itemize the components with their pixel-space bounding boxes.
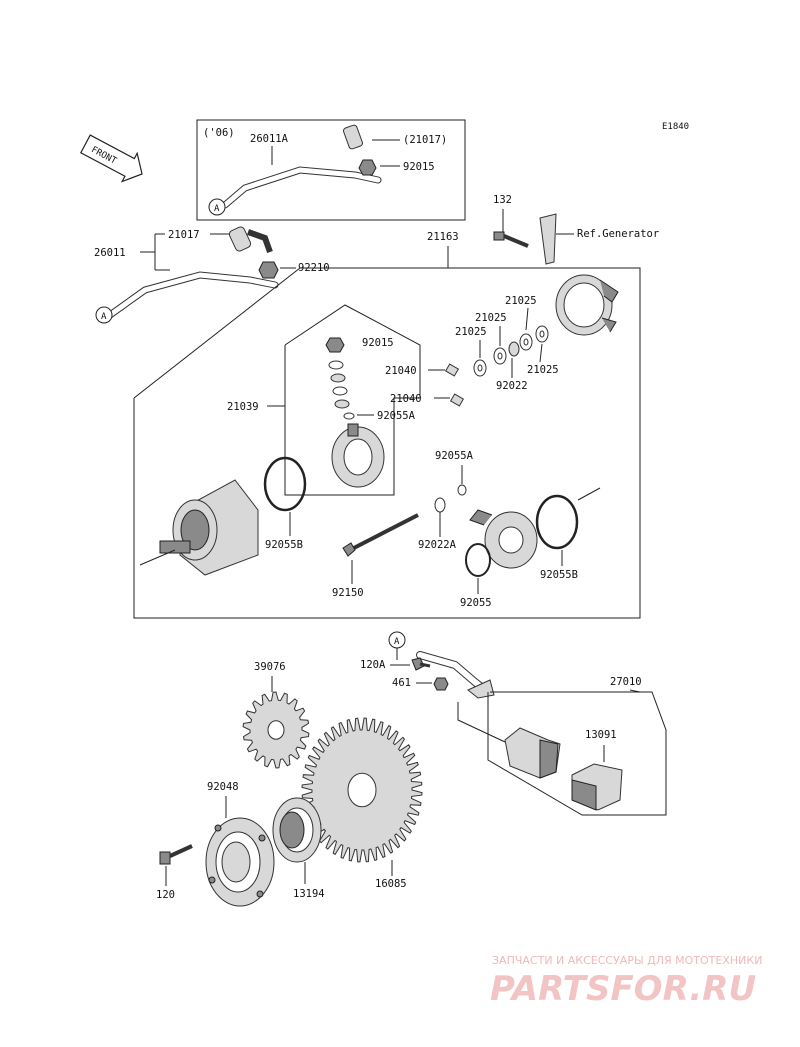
part-92055B-a-label: 92055B bbox=[265, 539, 303, 551]
leader-relay bbox=[457, 702, 605, 762]
part-21163-label: 21163 bbox=[427, 231, 459, 243]
callout-a-label: A bbox=[214, 204, 220, 214]
oring-92055A-b bbox=[457, 484, 467, 496]
part-13194-label: 13194 bbox=[293, 888, 325, 900]
part-26011A-label: 26011A bbox=[250, 133, 289, 145]
leader-lines-cable bbox=[140, 233, 296, 271]
bolt-120A bbox=[411, 657, 431, 671]
through-bolt-92150 bbox=[342, 513, 419, 557]
callout-a-marker-2 bbox=[95, 306, 113, 324]
part-21039-label: 21039 bbox=[227, 401, 259, 413]
part-92055A-a-label: 92055A bbox=[377, 410, 416, 422]
part-21040-b-label: 21040 bbox=[390, 393, 422, 405]
washer-set bbox=[473, 325, 549, 377]
starter-rear-housing bbox=[555, 274, 619, 336]
part-92022A-label: 92022A bbox=[418, 539, 457, 551]
part-21025-d-label: 21025 bbox=[527, 364, 559, 376]
part-461-label: 461 bbox=[392, 677, 411, 689]
relay-box bbox=[487, 691, 667, 816]
brush-holder-plate bbox=[331, 423, 385, 488]
front-arrow-icon: FRONT bbox=[80, 134, 143, 183]
nut-461 bbox=[433, 677, 449, 691]
part-132-label: 132 bbox=[493, 194, 512, 206]
starter-relay-27010 bbox=[504, 727, 561, 779]
reference-generator-label: Ref.Generator bbox=[577, 228, 659, 240]
one-way-clutch-13194 bbox=[272, 797, 322, 863]
leader-washers bbox=[479, 307, 543, 378]
starter-front-cover bbox=[469, 509, 538, 569]
clutch-housing-92048 bbox=[205, 817, 275, 907]
part-92022-label: 92022 bbox=[496, 380, 528, 392]
part-26011-label: 26011 bbox=[94, 247, 126, 259]
leader-lines-variant bbox=[271, 139, 400, 167]
part-120A-label: 120A bbox=[360, 659, 386, 671]
part-21025-c-label: 21025 bbox=[455, 326, 487, 338]
part-13091-label: 13091 bbox=[585, 729, 617, 741]
bolt-132 bbox=[493, 231, 529, 248]
part-92055-label: 92055 bbox=[460, 597, 492, 609]
part-92055A-b-label: 92055A bbox=[435, 450, 474, 462]
washer-92022A bbox=[434, 497, 446, 513]
part-21025-b-label: 21025 bbox=[475, 312, 507, 324]
generator-bracket bbox=[539, 213, 557, 265]
part-16085-label: 16085 bbox=[375, 878, 407, 890]
watermark-brand: PARTSFOR.RU bbox=[490, 969, 756, 1009]
battery-cable bbox=[106, 226, 279, 319]
motor-axis-line bbox=[139, 549, 176, 566]
fuse-box-13091 bbox=[571, 763, 623, 811]
part-92015-top-label: 92015 bbox=[403, 161, 435, 173]
bolt-120 bbox=[159, 844, 193, 865]
oring-92055B-a bbox=[263, 456, 307, 512]
battery-cable-06 bbox=[221, 124, 382, 209]
callout-a-marker bbox=[208, 198, 226, 216]
part-39076-label: 39076 bbox=[254, 661, 286, 673]
callout-a-label-2: A bbox=[101, 312, 107, 322]
watermark-subtitle: ЗАПЧАСТИ И АКСЕССУАРЫ ДЛЯ МОТОТЕХНИКИ bbox=[492, 954, 762, 967]
variant-06-box bbox=[196, 119, 466, 221]
idler-gear-39076 bbox=[242, 691, 310, 769]
diagram-id: E1840 bbox=[662, 122, 689, 132]
part-27010-label: 27010 bbox=[610, 676, 642, 688]
oring-92055B-b bbox=[535, 494, 579, 550]
part-120-label: 120 bbox=[156, 889, 175, 901]
part-21040-a-label: 21040 bbox=[385, 365, 417, 377]
starter-relay-cable bbox=[416, 651, 495, 699]
variant-label: ('06) bbox=[203, 127, 235, 139]
leader-92055B-b bbox=[561, 487, 601, 566]
nut-and-washers bbox=[325, 337, 350, 409]
part-92150-label: 92150 bbox=[332, 587, 364, 599]
brushes-21040 bbox=[444, 363, 465, 407]
starter-motor-assembly-box bbox=[133, 267, 641, 619]
part-21017-label: 21017 bbox=[168, 229, 200, 241]
starter-clutch-gear-16085 bbox=[301, 717, 423, 863]
part-92015-label: 92015 bbox=[362, 337, 394, 349]
oring-92055A-a bbox=[343, 412, 355, 420]
starter-motor-yoke bbox=[159, 479, 259, 576]
part-92055B-b-label: 92055B bbox=[540, 569, 578, 581]
part-92048-label: 92048 bbox=[207, 781, 239, 793]
part-21025-a-label: 21025 bbox=[505, 295, 537, 307]
callout-a-label-3: A bbox=[394, 637, 400, 647]
oring-92055 bbox=[465, 543, 491, 577]
leader-brushes bbox=[357, 369, 450, 416]
part-21017-paren-label: (21017) bbox=[403, 134, 447, 146]
leader-27010 bbox=[629, 689, 641, 693]
